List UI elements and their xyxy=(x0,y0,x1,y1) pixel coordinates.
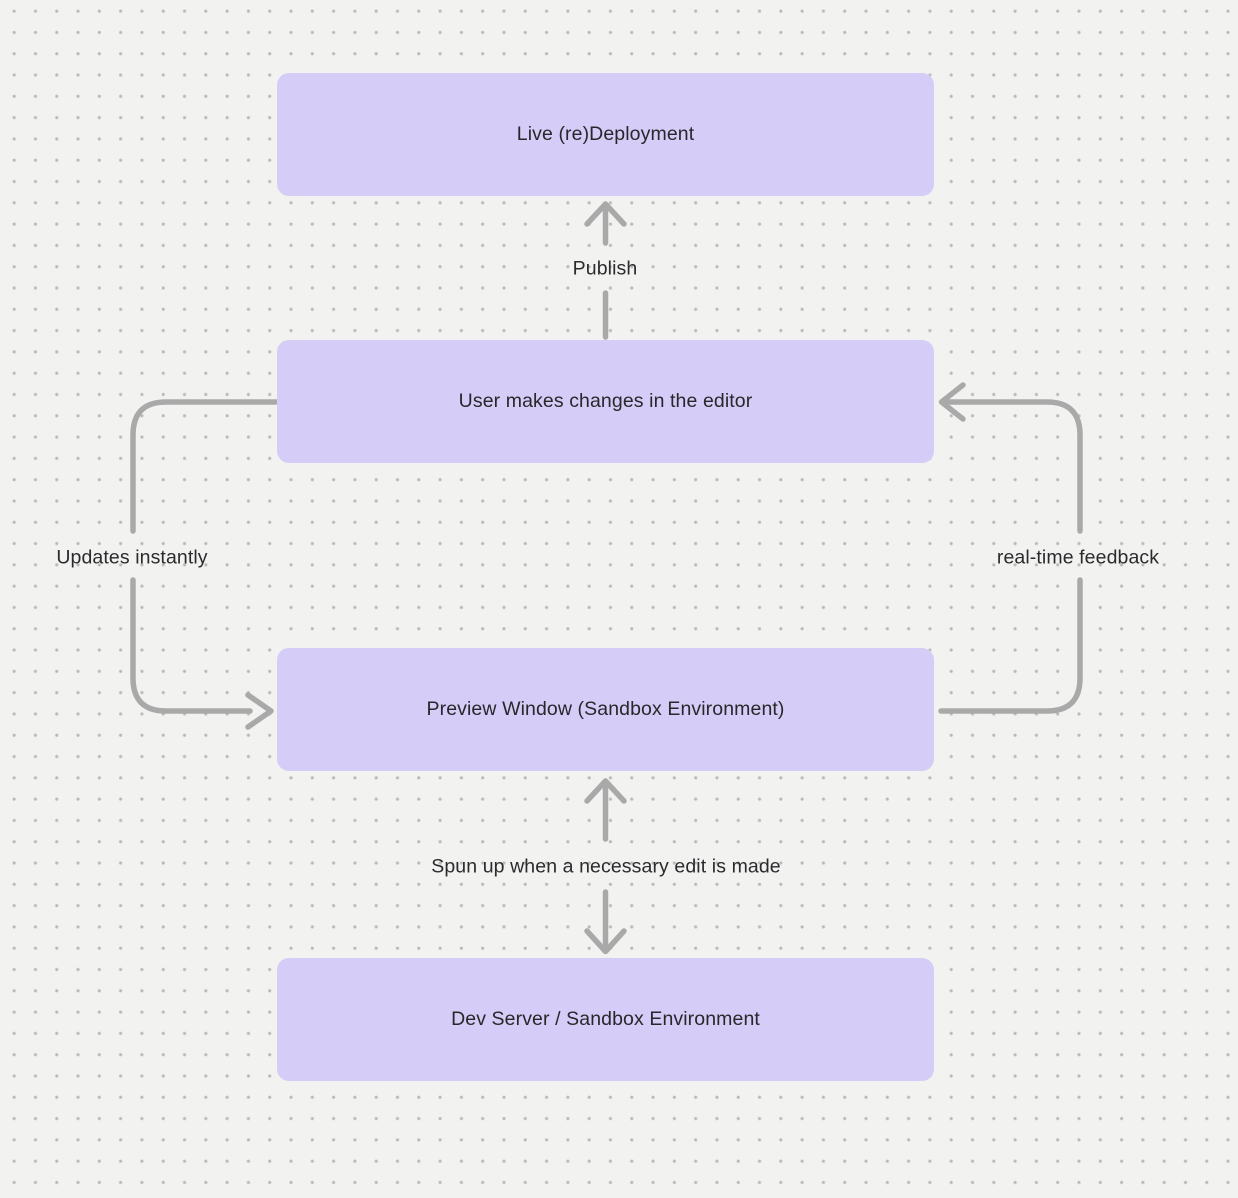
arrowhead-left-icon xyxy=(938,382,966,422)
node-label: Dev Server / Sandbox Environment xyxy=(451,1008,760,1030)
arrowhead-up-icon xyxy=(584,778,627,804)
node-label: Live (re)Deployment xyxy=(516,123,695,145)
arrowhead-up-icon xyxy=(584,201,627,227)
edge-updates-instantly-arrow xyxy=(130,399,280,730)
edge-label-real-time-feedback: real-time feedback xyxy=(996,546,1160,569)
node-user-editor[interactable]: User makes changes in the editor xyxy=(277,340,934,463)
node-preview-window[interactable]: Preview Window (Sandbox Environment) xyxy=(277,648,934,771)
edge-label-updates-instantly: Updates instantly xyxy=(56,546,208,569)
edge-label-publish: Publish xyxy=(572,257,638,280)
edge-real-time-feedback-arrow xyxy=(938,382,1083,714)
edge-label-spun-up: Spun up when a necessary edit is made xyxy=(431,855,781,878)
node-label: Preview Window (Sandbox Environment) xyxy=(426,698,785,720)
node-label: User makes changes in the editor xyxy=(458,390,753,412)
arrowhead-right-icon xyxy=(245,692,274,730)
edge-spun-up-arrow xyxy=(584,778,627,955)
arrowhead-down-icon xyxy=(584,928,627,955)
node-dev-server[interactable]: Dev Server / Sandbox Environment xyxy=(277,958,934,1081)
edge-publish-arrow xyxy=(584,201,627,340)
node-live-redeployment[interactable]: Live (re)Deployment xyxy=(277,73,934,196)
